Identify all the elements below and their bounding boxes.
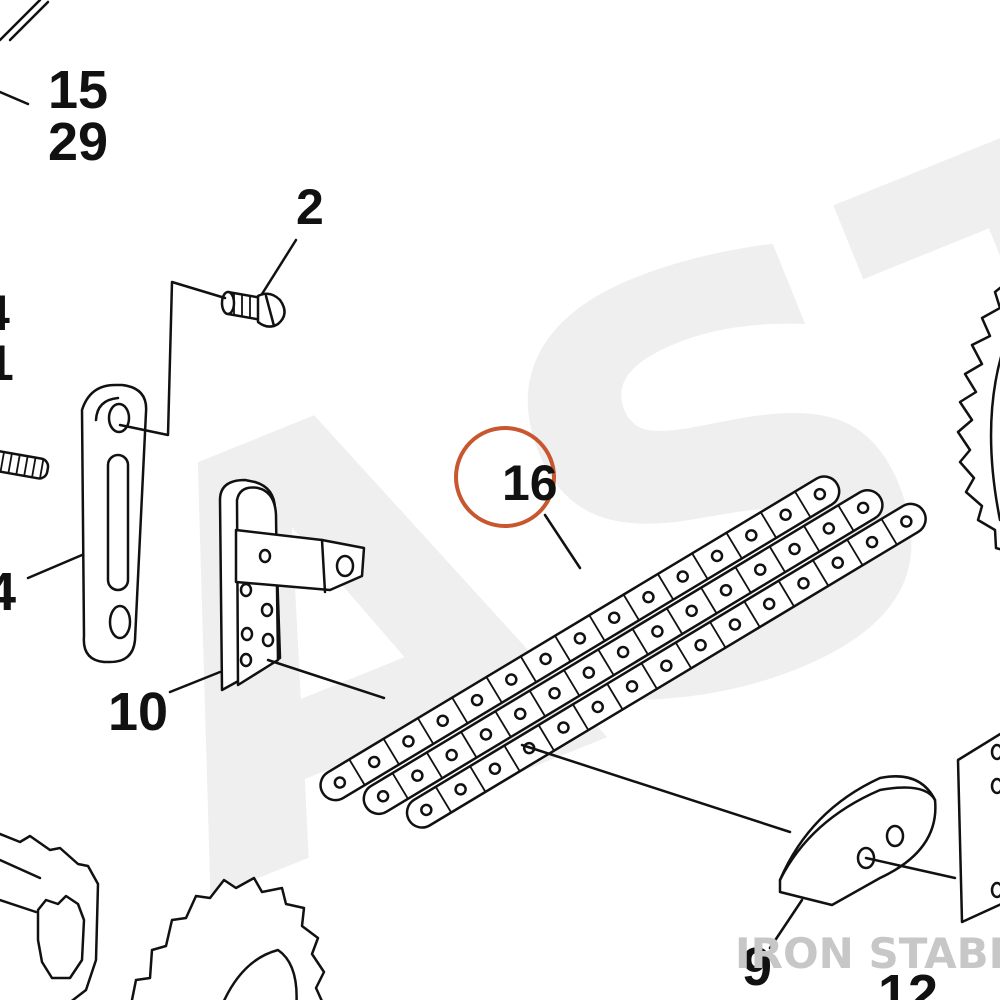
slotted-plate (26, 383, 148, 664)
leader-9 (768, 898, 804, 950)
callout-1-top: 1 (0, 335, 14, 391)
callout-12: 12 (878, 964, 938, 1000)
threaded-rod (0, 449, 50, 480)
sprocket-bottom (130, 876, 326, 1000)
callout-16: 16 (502, 455, 558, 511)
leader-4 (26, 553, 84, 580)
callout-29: 29 (48, 112, 108, 172)
highlight-circle (454, 426, 556, 528)
leader-16 (543, 513, 582, 570)
callout-15: 15 (48, 60, 108, 120)
sprocket-right (956, 286, 1000, 551)
callout-4-top: 4 (0, 285, 10, 341)
callout-9: 9 (742, 937, 772, 997)
roller-chain (319, 475, 927, 834)
callout-4: 4 (0, 562, 16, 622)
splined-hub (0, 832, 100, 1000)
screw (118, 238, 298, 437)
leader-2 (260, 238, 298, 296)
leader-15 (0, 90, 30, 106)
callout-10: 10 (108, 682, 168, 742)
corner-fragment (0, 0, 50, 106)
leader-10 (168, 670, 222, 694)
brand-watermark: IRON STABLE (735, 929, 1000, 978)
flat-bracket (956, 732, 1000, 924)
tube-bracket (168, 478, 386, 700)
callout-2: 2 (296, 179, 324, 235)
wedge-block (768, 775, 957, 950)
